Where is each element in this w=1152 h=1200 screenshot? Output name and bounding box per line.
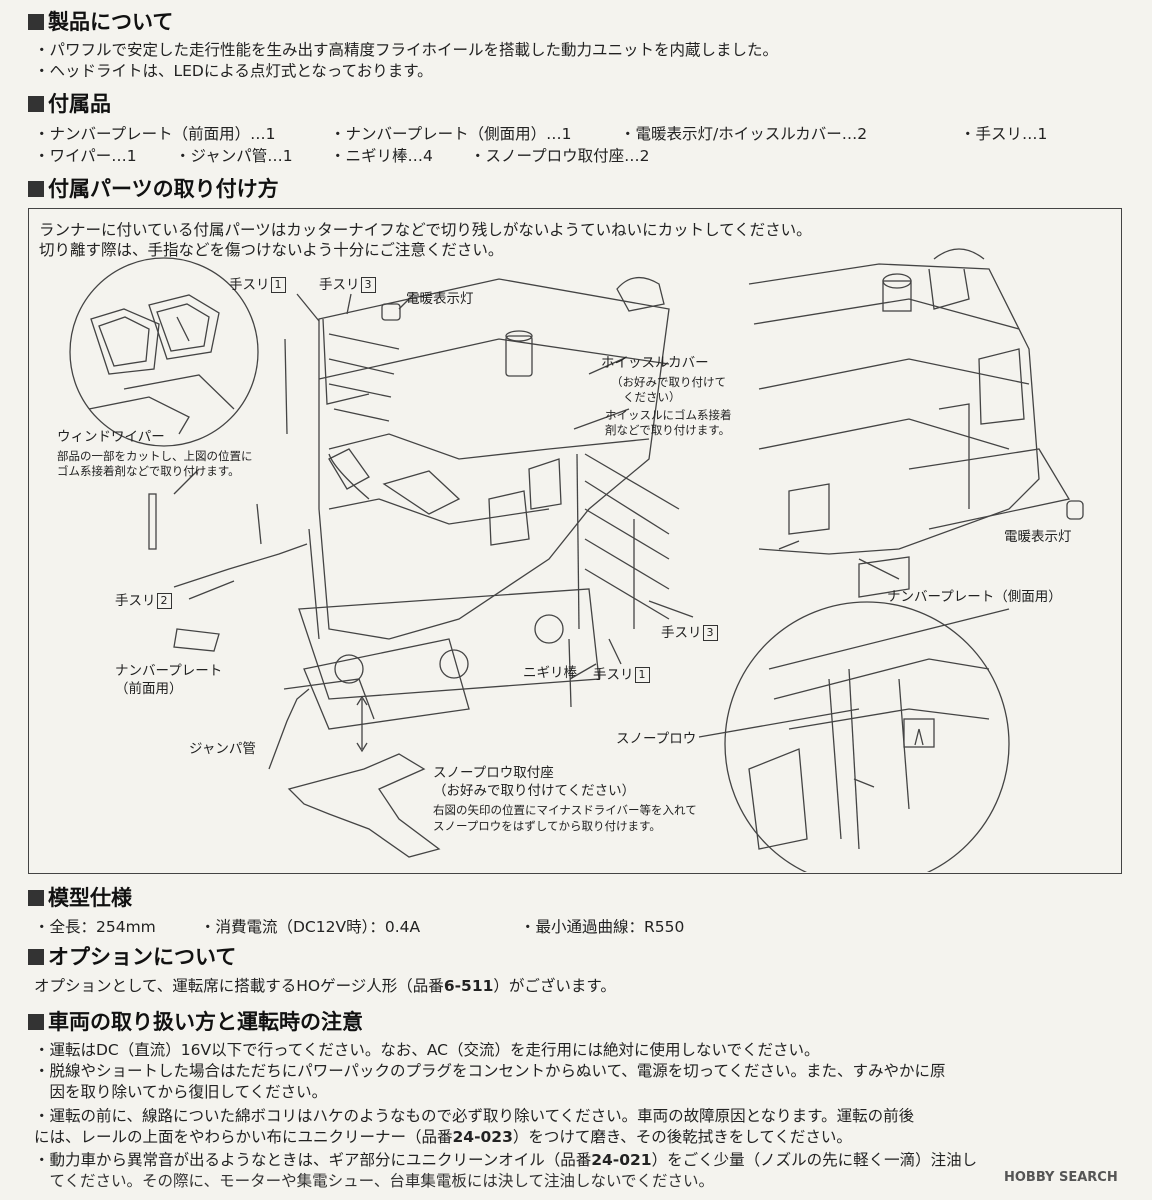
accessory-item: ・スノープロウ取付座…2: [470, 147, 650, 165]
product-code: 6-511: [443, 977, 494, 995]
label-denndan-lamp-right: 電暖表示灯: [1004, 529, 1072, 545]
option-text: オプションとして、運転席に搭載するHOゲージ人形（品番6-511）がございます。: [34, 977, 616, 995]
product-code: 24-021: [591, 1151, 652, 1169]
whistle-glue-1: ホイッスルにゴム系接着: [605, 408, 732, 422]
accessory-item: ・手スリ…1: [960, 125, 1048, 143]
product-line-1: ・パワフルで安定した走行性能を生み出す高精度フライホイールを搭載した動力ユニット…: [34, 41, 779, 59]
accessory-item: ・ナンバープレート（側面用）…1: [330, 125, 572, 143]
label-whistle-cover: ホイッスルカバー: [601, 355, 709, 371]
square-bullet-icon: [28, 96, 44, 112]
accessory-item: ・ニギリ棒…4: [330, 147, 433, 165]
accessory-item: ・ワイパー…1: [34, 147, 137, 165]
section-title-product: 製品について: [28, 10, 173, 34]
square-bullet-icon: [28, 1014, 44, 1030]
wiper-note-2: ゴム系接着剤などで取り付けます。: [57, 464, 240, 478]
locomotive-illustration: [69, 248, 1084, 872]
handling-line: てください。その際に、モーターや集電シュー、台車集電板には決して注油しないでくだ…: [34, 1172, 715, 1190]
label-number-front-2: （前面用）: [115, 681, 183, 697]
handling-line: ・運転はDC（直流）16V以下で行ってください。なお、AC（交流）を走行用には絶…: [34, 1041, 820, 1059]
label-snowplow: スノープロウ: [616, 731, 697, 747]
label-jumper: ジャンパ管: [189, 741, 256, 757]
square-bullet-icon: [28, 181, 44, 197]
section-title-spec: 模型仕様: [28, 886, 132, 910]
handling-line: ・動力車から異常音が出るようなときは、ギア部分にユニクリーンオイル（品番24-0…: [34, 1151, 978, 1169]
install-diagram-box: ランナーに付いている付属パーツはカッターナイフなどで切り残しがないようていねいに…: [28, 208, 1122, 874]
square-bullet-icon: [28, 890, 44, 906]
wiper-note-1: 部品の一部をカットし、上図の位置に: [57, 449, 253, 463]
section-title-handling: 車両の取り扱い方と運転時の注意: [28, 1010, 363, 1034]
whistle-note-1: （お好みで取り付けて: [611, 375, 726, 389]
handling-line: には、レールの上面をやわらかい布にユニクリーナー（品番24-023）をつけて磨き…: [34, 1128, 852, 1146]
spec-length: ・全長：254mm: [34, 918, 156, 936]
install-intro-2: 切り離す際は、手指などを傷つけないよう十分にご注意ください。: [39, 241, 504, 259]
snowplow-mount-desc-2: スノープロウをはずしてから取り付けます。: [433, 819, 661, 833]
spec-min-curve: ・最小通過曲線：R550: [520, 918, 685, 936]
whistle-note-2: ください）: [623, 390, 681, 404]
label-denndan-lamp: 電暖表示灯: [406, 291, 474, 307]
handling-line: ・運転の前に、線路についた綿ボコリはハケのようなもので必ず取り除いてください。車…: [34, 1107, 915, 1125]
label-number-side: ナンバープレート（側面用）: [887, 589, 1062, 605]
whistle-glue-2: 剤などで取り付けます。: [605, 423, 731, 437]
accessory-item: ・電暖表示灯/ホイッスルカバー…2: [620, 125, 868, 143]
label-wiper: ウィンドワイパー: [57, 429, 165, 445]
watermark: HOBBY SEARCH: [1004, 1170, 1118, 1185]
section-title-install: 付属パーツの取り付け方: [28, 177, 279, 201]
label-number-front-1: ナンバープレート: [115, 663, 223, 679]
handling-line: ・脱線やショートした場合はただちにパワーパックのプラグをコンセントからぬいて、電…: [34, 1062, 946, 1080]
section-title-option: オプションについて: [28, 945, 236, 969]
snowplow-mount-desc-1: 右図の矢印の位置にマイナスドライバー等を入れて: [433, 803, 697, 817]
label-snowplow-mount: スノープロウ取付座: [433, 765, 554, 781]
accessory-item: ・ナンバープレート（前面用）…1: [34, 125, 276, 143]
snowplow-mount-note: （お好みで取り付けてください）: [433, 783, 636, 799]
accessory-item: ・ジャンパ管…1: [175, 147, 293, 165]
install-intro-1: ランナーに付いている付属パーツはカッターナイフなどで切り残しがないようていねいに…: [39, 221, 812, 239]
product-code: 24-023: [452, 1128, 513, 1146]
label-nigiri: ニギリ棒: [523, 665, 577, 681]
product-line-2: ・ヘッドライトは、LEDによる点灯式となっております。: [34, 62, 433, 80]
section-title-accessories: 付属品: [28, 92, 111, 116]
square-bullet-icon: [28, 14, 44, 30]
spec-current: ・消費電流（DC12V時）：0.4A: [200, 918, 421, 936]
square-bullet-icon: [28, 949, 44, 965]
handling-line: 因を取り除いてから復旧してください。: [34, 1083, 328, 1101]
